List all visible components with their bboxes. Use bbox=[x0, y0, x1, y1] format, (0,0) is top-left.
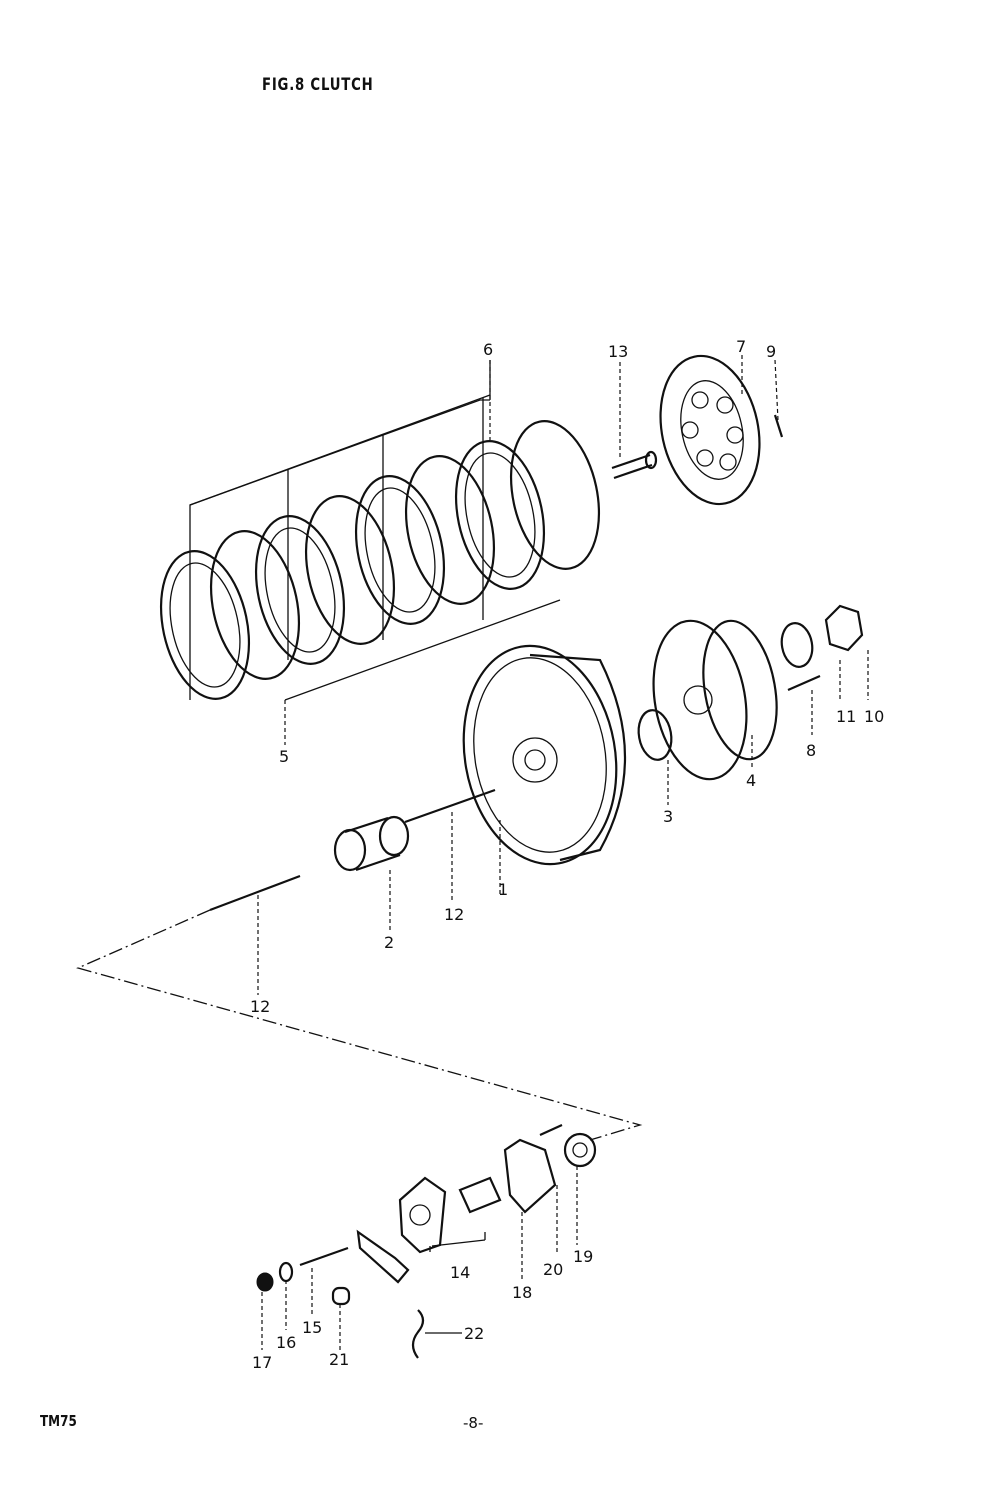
clutch-hub bbox=[652, 619, 778, 781]
callout-21: 21 bbox=[329, 1350, 349, 1369]
model-code: TM75 bbox=[40, 1412, 77, 1430]
callout-1: 1 bbox=[498, 880, 508, 899]
hub-nut bbox=[824, 604, 864, 652]
hub-spring bbox=[787, 674, 821, 692]
spacer bbox=[333, 815, 410, 872]
callout-17: 17 bbox=[252, 1353, 272, 1372]
push-rod-lower bbox=[209, 874, 301, 912]
clutch-plates bbox=[159, 420, 601, 700]
page-number: -8- bbox=[463, 1414, 484, 1432]
callout-12-lower: 12 bbox=[250, 997, 270, 1016]
callout-6: 6 bbox=[483, 340, 493, 359]
callout-16: 16 bbox=[276, 1333, 296, 1352]
thrust-washer bbox=[637, 709, 673, 761]
lock-washer bbox=[780, 622, 814, 668]
callout-4: 4 bbox=[746, 771, 756, 790]
callout-8: 8 bbox=[806, 741, 816, 760]
callout-15: 15 bbox=[302, 1318, 322, 1337]
clutch-housing bbox=[462, 644, 626, 866]
callout-labels: 1 2 3 4 5 6 7 8 9 10 11 12 12 13 14 15 1… bbox=[250, 337, 884, 1372]
callout-13: 13 bbox=[608, 342, 628, 361]
push-rod-upper bbox=[404, 788, 496, 824]
callout-10: 10 bbox=[864, 707, 884, 726]
callout-18: 18 bbox=[512, 1283, 532, 1302]
callout-7: 7 bbox=[736, 337, 746, 356]
figure-title: FIG.8 CLUTCH bbox=[262, 75, 374, 95]
callout-3: 3 bbox=[663, 807, 673, 826]
callout-5: 5 bbox=[279, 747, 289, 766]
callout-12-upper: 12 bbox=[444, 905, 464, 924]
leader-lines bbox=[257, 355, 869, 1350]
callout-20: 20 bbox=[543, 1260, 563, 1279]
pressure-plate bbox=[659, 354, 761, 506]
spring bbox=[773, 414, 784, 438]
callout-22: 22 bbox=[464, 1324, 484, 1343]
push-pin bbox=[611, 450, 658, 480]
assembly-axis bbox=[76, 909, 643, 1141]
callout-9: 9 bbox=[766, 342, 776, 361]
callout-14: 14 bbox=[450, 1263, 470, 1282]
callout-2: 2 bbox=[384, 933, 394, 952]
callout-19: 19 bbox=[573, 1247, 593, 1266]
release-mechanism bbox=[256, 1123, 597, 1359]
callout-11: 11 bbox=[836, 707, 856, 726]
